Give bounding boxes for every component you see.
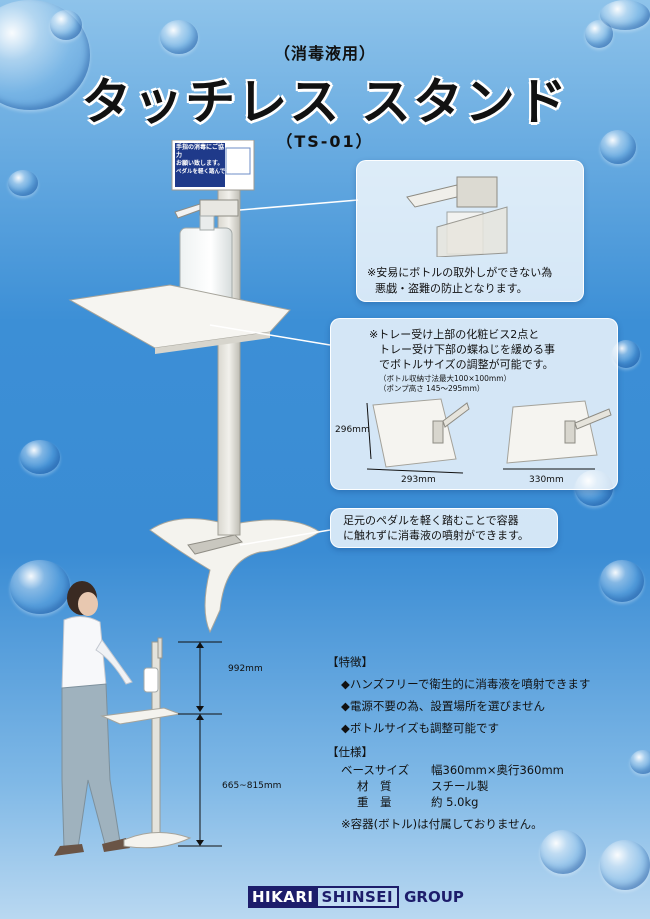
product-category: （消毒液用） [273,44,376,63]
callout-text: トレー受け下部の蝶ねじを緩める事 [379,343,555,356]
stand-illustration [68,140,321,634]
model-number: （TS-01） [276,132,374,151]
company-logo: HIKARI SHINSEI GROUP [248,886,464,908]
callout-text: に触れずに消毒液の噴射ができます。 [343,529,529,542]
person-using-stand-image [54,581,192,856]
sign-line: 手指の消毒にご協力 [176,144,224,159]
callout-tray-adjust: ※トレー受け上部の化粧ビス2点と トレー受け下部の蝶ねじを緩める事 でボトルサイ… [330,318,618,490]
logo-part-group: GROUP [404,888,464,906]
water-drop [630,750,650,774]
spec-value: 幅360mm×奥行360mm [431,763,564,777]
spec-label: ベースサイズ [341,763,410,777]
spec-note: ※容器(ボトル)は付属しておりません。 [341,817,543,831]
features-heading: 【特徴】 [327,655,373,669]
stand-sign: 手指の消毒にご協力 お願い致します。 ペダルを軽く踏んでください。 [176,144,253,176]
overall-height-label: 992mm [228,664,263,674]
feature-item: ◆ハンズフリーで衛生的に消毒液を噴射できます [341,677,591,691]
water-drop [600,840,650,890]
tray-width-small-label: 293mm [401,475,436,485]
callout-text: でボトルサイズの調整が可能です。 [379,358,554,371]
tray-dimension-arrows [366,402,595,474]
feature-item: ◆電源不要の為、設置場所を選びません [341,699,545,713]
bracket-closeup-image [406,176,508,257]
water-drop [160,20,198,54]
tray-small-image [372,398,470,468]
specs-heading: 【仕様】 [327,745,373,759]
water-drop [600,560,644,602]
callout-bottle-lock: ※安易にボトルの取外しができない為 悪戯・盗難の防止となります。 [356,160,584,302]
water-drop [600,130,636,164]
tray-large-image [506,400,612,464]
feature-item: ◆ボトルサイズも調整可能です [341,721,499,735]
callout-text: ※安易にボトルの取外しができない為 [367,266,553,279]
spec-label: 材 質 [357,779,392,793]
callout-note: （ポンプ高さ 145～295mm） [379,384,485,393]
tray-height-label: 296mm [335,425,370,435]
tray-width-large-label: 330mm [529,475,564,485]
callout-pedal: 足元のペダルを軽く踏むことで容器 に触れずに消毒液の噴射ができます。 [330,508,558,548]
spec-label: 重 量 [357,795,392,809]
spec-value: スチール製 [431,779,489,793]
spec-value: 約 5.0kg [431,795,479,809]
water-drop [50,10,82,40]
logo-part-hikari: HIKARI [248,886,318,908]
callout-note: （ボトル収納寸法最大100×100mm） [379,374,512,383]
callout-text: 足元のペダルを軽く踏むことで容器 [343,514,519,527]
callout-text: ※トレー受け上部の化粧ビス2点と [369,328,540,341]
logo-part-shinsei: SHINSEI [317,886,400,908]
product-title: タッチレス スタンド [81,73,569,131]
sign-line: お願い致します。 [176,160,224,167]
sign-line: ペダルを軽く踏んでください。 [176,169,253,175]
water-drop [20,440,60,474]
tray-height-range-label: 665~815mm [222,781,282,791]
water-drop [585,20,613,48]
water-drop [8,170,38,196]
water-drop [540,830,586,874]
water-drop [10,560,70,614]
callout-text: 悪戯・盗難の防止となります。 [375,282,528,295]
